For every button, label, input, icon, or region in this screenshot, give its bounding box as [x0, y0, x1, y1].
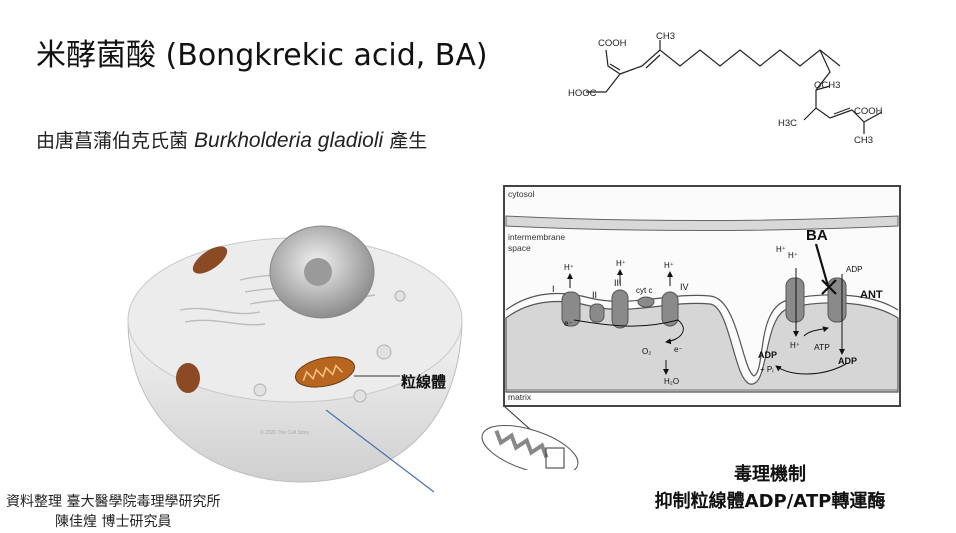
structure-right-double [833, 107, 851, 115]
mechanism-subtitle: 抑制粒線體ADP/ATP轉運酶 [654, 491, 886, 512]
label-cytosol: cytosol [508, 189, 535, 199]
label-complex-IV: IV [680, 282, 689, 292]
watermark: © 2020 The Cell Story [260, 429, 310, 436]
arrow-electron [573, 319, 684, 345]
label-h-plus-6: H⁺ [790, 341, 800, 350]
zoom-line [325, 409, 435, 493]
ba-transporter [785, 277, 805, 323]
subtitle-suffix: 產生 [383, 130, 428, 152]
structure-main-chain-double [645, 54, 661, 69]
label-complex-II: II [592, 290, 597, 300]
structure-label-cooh-right: COOH [854, 106, 883, 117]
nucleolus [304, 258, 332, 286]
complex-III [611, 289, 629, 329]
label-cytc: cyt c [636, 286, 652, 295]
page-title: 米酵菌酸 (Bongkrekic acid, BA) [36, 38, 488, 73]
structure-label-och3: OCH3 [814, 80, 840, 91]
structure-main-chain [641, 49, 841, 67]
label-complex-III: III [614, 278, 622, 288]
label-intermembrane: intermembrane [508, 232, 565, 242]
label-h-plus-5: H⁺ [788, 251, 798, 260]
vesicle-3 [253, 383, 267, 397]
label-space: space [508, 243, 531, 253]
vesicle-2 [394, 290, 406, 302]
label-h2o: H₂O [664, 377, 679, 386]
mechanism-title: 毒理機制 [734, 464, 806, 485]
complex-II [589, 303, 605, 323]
structure-methoxy-bond [815, 85, 831, 91]
complex-IV [661, 291, 679, 327]
zoom-box [545, 447, 565, 469]
subtitle: 由唐菖蒲伯克氏菌 Burkholderia gladioli 產生 [36, 126, 427, 153]
label-ant: ANT [860, 289, 883, 301]
vesicle-1 [376, 344, 392, 360]
structure-label-ch3-top: CH3 [656, 31, 675, 42]
label-electron-1: e⁻ [564, 319, 573, 328]
cyt-c [637, 296, 655, 308]
label-atp: ATP [814, 342, 830, 352]
credit: 資料整理 臺大醫學院毒理學研究所 陳佳煌 博士研究員 [6, 492, 220, 532]
organelle-top [192, 246, 228, 274]
organelle-bottom [176, 363, 200, 393]
label-ba: BA [806, 227, 828, 244]
label-electron-2: e⁻ [674, 345, 683, 354]
outer-membrane [505, 215, 899, 231]
label-adp-right: ADP [838, 356, 857, 366]
credit-line1: 資料整理 臺大醫學院毒理學研究所 [6, 494, 221, 510]
species-name: Burkholderia gladioli [194, 129, 384, 152]
structure-bond-left [586, 49, 621, 93]
label-h-plus-1: H⁺ [564, 263, 574, 272]
complex-I [561, 291, 581, 327]
small-mitochondrion [481, 424, 579, 470]
structure-label-ch3-bottom: CH3 [854, 135, 873, 146]
label-complex-I: I [552, 284, 555, 294]
label-pi: + Pᵢ [760, 365, 774, 374]
label-adp-top: ADP [846, 265, 862, 274]
vesicle-4 [353, 389, 367, 403]
cell-illustration: © 2020 The Cell Story [127, 225, 463, 493]
ba-block-cross-2 [821, 279, 837, 295]
subtitle-prefix: 由唐菖蒲伯克氏菌 [36, 130, 195, 152]
mechanism-panel: cytosol intermembrane space matrix I II … [481, 185, 901, 470]
mitochondrion-cristae [302, 364, 344, 381]
ba-arrow [814, 243, 830, 287]
label-h-plus-4: H⁺ [776, 245, 786, 254]
credit-line2: 陳佳煌 博士研究員 [55, 514, 172, 530]
chemical-structure: COOH CH3 HOOC OCH3 H3C COOH CH3 [568, 31, 883, 146]
label-matrix: matrix [508, 392, 532, 402]
structure-bond-left2 [619, 65, 643, 75]
small-mito-cristae [494, 429, 549, 459]
structure-label-hooc: HOOC [568, 88, 597, 99]
label-adp-left: ADP [758, 350, 777, 360]
label-o2: O₂ [642, 347, 651, 356]
label-h-plus-2: H⁺ [616, 259, 626, 268]
arrow-cycle [775, 363, 847, 375]
structure-double-bond [609, 63, 621, 71]
structure-label-h3c: H3C [778, 118, 797, 129]
mito-label: 粒線體 [401, 373, 447, 391]
structure-right-chain [815, 107, 883, 123]
structure-label-cooh-top: COOH [598, 38, 627, 49]
label-h-plus-3: H⁺ [664, 261, 674, 270]
arrow-atp [803, 326, 829, 337]
